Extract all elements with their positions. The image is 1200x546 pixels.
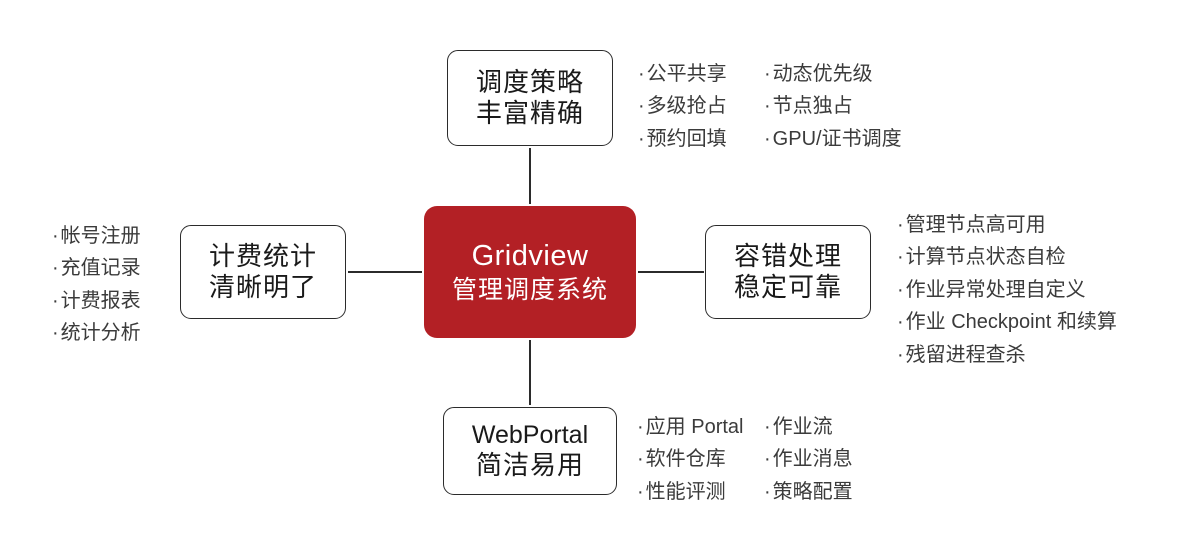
bullet-item: ·作业消息: [764, 443, 853, 475]
bullets-scheduling-policy-col2: ·动态优先级·节点独占·GPU/证书调度: [764, 58, 902, 155]
bullet-item: ·软件仓库: [637, 443, 743, 475]
bullet-item: ·充值记录: [52, 252, 141, 284]
bullet-dot-icon: ·: [764, 63, 771, 85]
bullets-fault-tolerance: ·管理节点高可用·计算节点状态自检·作业异常处理自定义·作业 Checkpoin…: [897, 209, 1117, 371]
bullet-dot-icon: ·: [764, 127, 771, 150]
bullet-label: 管理节点高可用: [905, 214, 1046, 236]
bullet-item: ·预约回填: [638, 123, 727, 155]
node-top-line2: 丰富精确: [475, 98, 584, 128]
bullet-dot-icon: ·: [638, 127, 645, 150]
bullet-item: ·计算节点状态自检: [897, 241, 1117, 273]
bullet-label: 作业 Checkpoint 和续算: [905, 311, 1117, 334]
bullet-item: ·作业流: [764, 411, 853, 443]
bullet-label: GPU/证书调度: [772, 127, 902, 150]
bullet-dot-icon: ·: [897, 246, 904, 269]
bullet-label: 帐号注册: [60, 225, 141, 247]
node-top-line1: 调度策略: [475, 67, 584, 98]
bullet-dot-icon: ·: [897, 311, 904, 334]
bullet-item: ·应用 Portal: [637, 411, 743, 443]
connector-center-to-bottom: [529, 340, 531, 405]
bullet-label: 性能评测: [645, 480, 726, 503]
connector-center-to-top: [529, 148, 531, 204]
node-center-line2: 管理调度系统: [451, 275, 608, 304]
bullet-dot-icon: ·: [764, 416, 771, 438]
bullet-item: ·性能评测: [637, 476, 743, 508]
node-center-gridview[interactable]: Gridview 管理调度系统: [424, 206, 636, 338]
bullet-dot-icon: ·: [764, 95, 771, 118]
bullet-item: ·节点独占: [764, 90, 902, 122]
bullet-dot-icon: ·: [897, 214, 904, 236]
bullet-dot-icon: ·: [897, 278, 904, 301]
node-bottom-line1: WebPortal: [471, 420, 589, 449]
bullet-dot-icon: ·: [52, 257, 59, 280]
node-left-line1: 计费统计: [208, 241, 317, 272]
node-fault-tolerance[interactable]: 容错处理 稳定可靠: [705, 225, 871, 319]
bullet-dot-icon: ·: [637, 448, 644, 471]
bullet-item: ·统计分析: [52, 317, 141, 349]
node-webportal[interactable]: WebPortal 简洁易用: [443, 407, 617, 495]
bullet-dot-icon: ·: [897, 343, 904, 366]
node-right-line2: 稳定可靠: [733, 272, 842, 302]
bullets-scheduling-policy-col1: ·公平共享·多级抢占·预约回填: [638, 58, 727, 155]
bullet-item: ·作业 Checkpoint 和续算: [897, 306, 1117, 338]
bullet-item: ·动态优先级: [764, 58, 902, 90]
bullet-dot-icon: ·: [638, 63, 645, 85]
bullet-item: ·计费报表: [52, 285, 141, 317]
bullet-item: ·GPU/证书调度: [764, 123, 902, 155]
bullet-label: 多级抢占: [646, 95, 727, 118]
bullet-label: 节点独占: [772, 95, 853, 118]
bullet-label: 充值记录: [60, 257, 141, 280]
bullet-label: 公平共享: [646, 63, 727, 85]
bullet-label: 统计分析: [60, 322, 141, 345]
node-right-line1: 容错处理: [733, 241, 842, 272]
node-scheduling-policy[interactable]: 调度策略 丰富精确: [447, 50, 613, 146]
node-bottom-line2: 简洁易用: [475, 450, 584, 481]
node-billing-statistics[interactable]: 计费统计 清晰明了: [180, 225, 346, 319]
bullet-dot-icon: ·: [764, 480, 771, 503]
bullet-item: ·残留进程查杀: [897, 339, 1117, 371]
bullet-item: ·多级抢占: [638, 90, 727, 122]
bullet-dot-icon: ·: [638, 95, 645, 118]
bullet-dot-icon: ·: [52, 289, 59, 312]
connector-center-to-left: [348, 271, 422, 273]
bullet-item: ·公平共享: [638, 58, 727, 90]
connector-center-to-right: [638, 271, 704, 273]
bullet-item: ·策略配置: [764, 476, 853, 508]
bullet-label: 动态优先级: [772, 63, 873, 85]
bullet-dot-icon: ·: [637, 416, 644, 438]
bullet-dot-icon: ·: [52, 225, 59, 247]
bullet-label: 作业流: [772, 416, 833, 438]
bullet-dot-icon: ·: [637, 480, 644, 503]
node-center-line1: Gridview: [471, 239, 589, 272]
bullet-label: 残留进程查杀: [905, 343, 1026, 366]
node-left-line2: 清晰明了: [208, 272, 317, 302]
bullets-webportal-col2: ·作业流·作业消息·策略配置: [764, 411, 853, 508]
bullet-label: 软件仓库: [645, 448, 726, 471]
bullet-item: ·帐号注册: [52, 220, 141, 252]
bullet-label: 计费报表: [60, 289, 141, 312]
bullet-dot-icon: ·: [764, 448, 771, 471]
bullet-dot-icon: ·: [52, 322, 59, 345]
bullet-label: 计算节点状态自检: [905, 246, 1066, 269]
bullet-label: 预约回填: [646, 127, 727, 150]
bullet-item: ·管理节点高可用: [897, 209, 1117, 241]
bullet-label: 作业消息: [772, 448, 853, 471]
bullets-billing-statistics: ·帐号注册·充值记录·计费报表·统计分析: [52, 220, 141, 350]
bullet-item: ·作业异常处理自定义: [897, 274, 1117, 306]
bullet-label: 作业异常处理自定义: [905, 278, 1086, 301]
bullets-webportal-col1: ·应用 Portal·软件仓库·性能评测: [637, 411, 743, 508]
bullet-label: 策略配置: [772, 480, 853, 503]
bullet-label: 应用 Portal: [645, 416, 744, 438]
